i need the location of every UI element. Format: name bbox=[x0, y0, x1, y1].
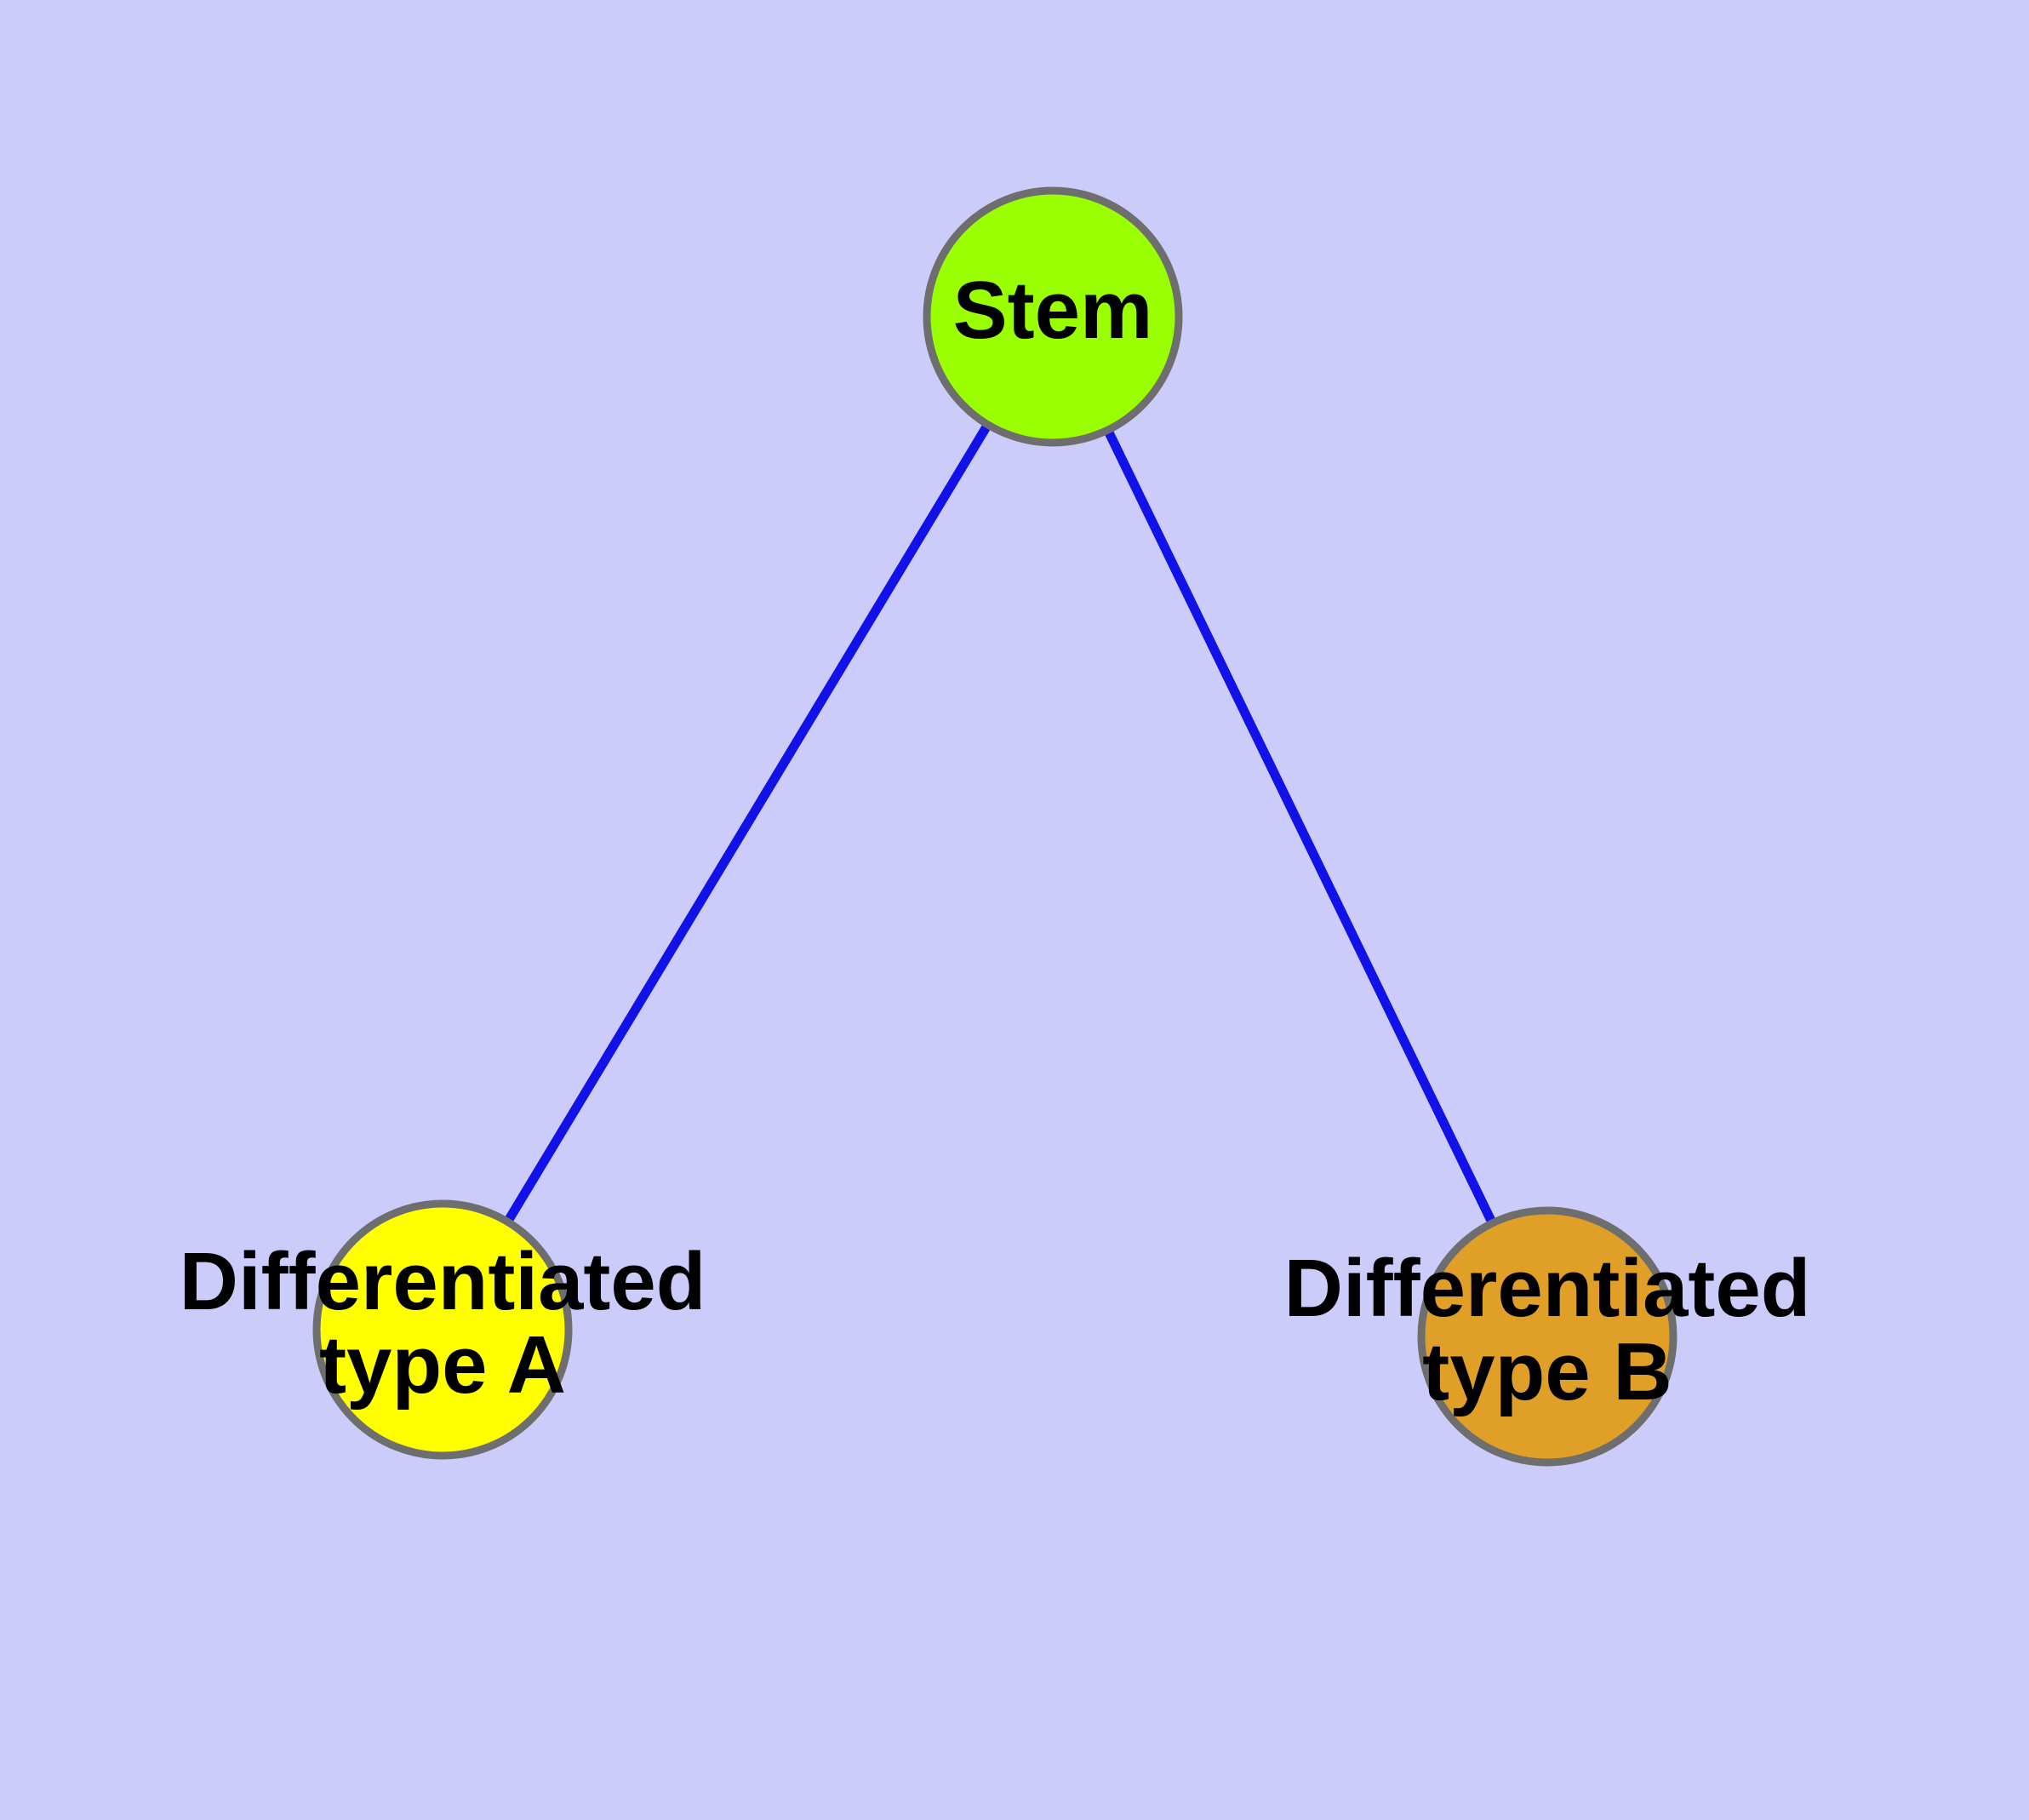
graph-edge-stem-to-diff-b[interactable] bbox=[1049, 314, 1552, 1339]
node-label-line: Stem bbox=[953, 265, 1153, 356]
graph-node-label-stem: Stem bbox=[953, 265, 1153, 356]
graph-node-diff_b[interactable] bbox=[1417, 1206, 1677, 1467]
node-label-line: type A bbox=[319, 1319, 566, 1411]
node-label-line: Differentiated bbox=[180, 1236, 706, 1327]
edges-layer bbox=[438, 314, 1552, 1339]
graph-node-diff_a[interactable] bbox=[312, 1199, 573, 1460]
nodes-layer bbox=[312, 186, 1677, 1467]
graph-edge-stem-to-diff-a[interactable] bbox=[438, 314, 1057, 1332]
node-label-line: type B bbox=[1422, 1326, 1672, 1417]
node-label-line: Differentiated bbox=[1284, 1243, 1811, 1334]
graph-node-stem[interactable] bbox=[923, 186, 1183, 447]
